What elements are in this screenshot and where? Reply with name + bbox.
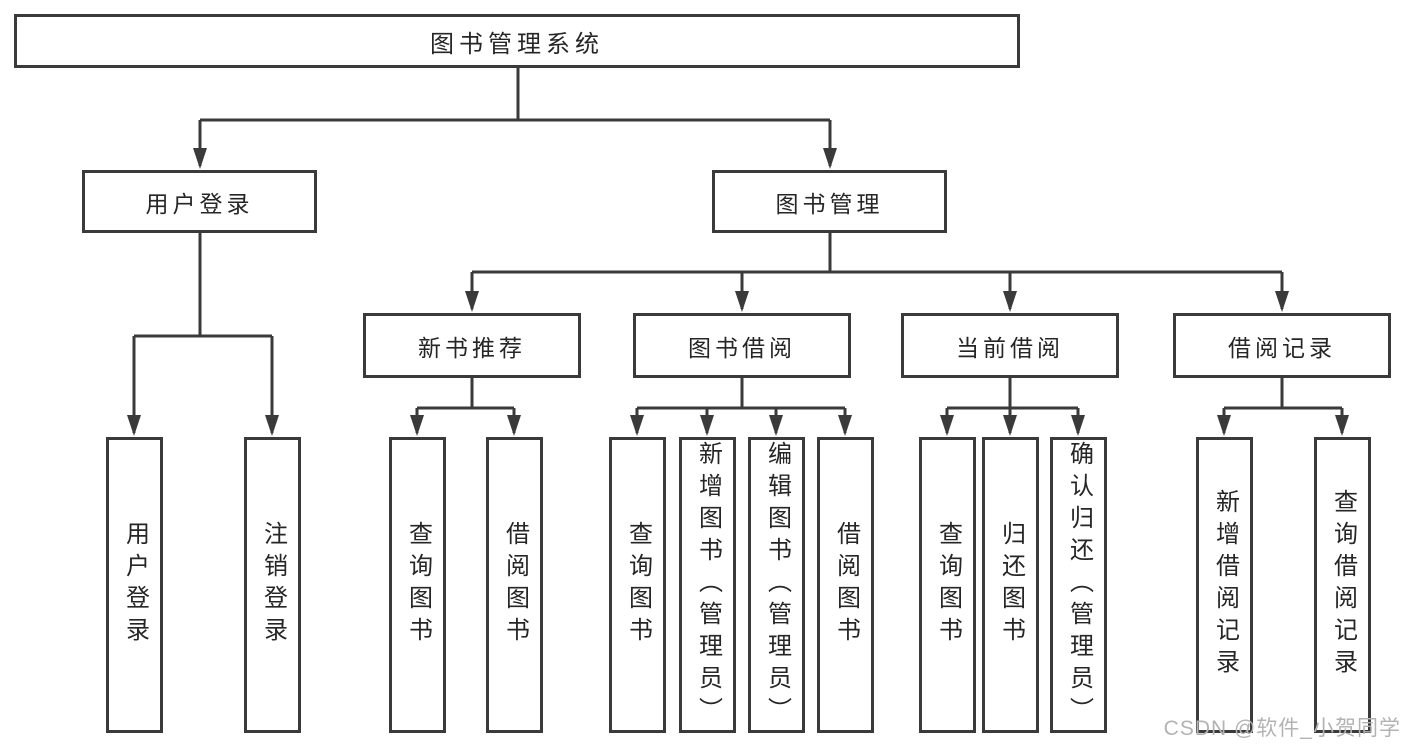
- connector-book-borrow-to-leaves: [635, 378, 847, 433]
- arrow-down-icon: [127, 415, 141, 436]
- arrow-down-icon: [410, 415, 424, 436]
- csdn-watermark: CSDN @软件_小贺同学: [1163, 717, 1401, 740]
- node-user-login: 用户登录: [82, 170, 317, 233]
- leaf-return-book: 归还图书: [982, 437, 1039, 733]
- arrow-down-icon: [1275, 291, 1289, 312]
- node-user-login-label: 用户登录: [145, 190, 254, 217]
- leaf-edit-book-admin-label: 编辑图书（管理员）: [763, 441, 791, 729]
- leaf-borrow-book-recommend-label: 借阅图书: [501, 521, 529, 649]
- leaf-return-book-label: 归还图书: [997, 521, 1025, 649]
- node-current-borrow-label: 当前借阅: [956, 334, 1064, 361]
- node-book-borrow-label: 图书借阅: [688, 334, 796, 361]
- leaf-add-book-admin: 新增图书（管理员）: [679, 437, 736, 733]
- node-root-label: 图书管理系统: [430, 30, 604, 58]
- arrow-down-icon: [1003, 291, 1017, 312]
- arrowheads: [127, 148, 1349, 436]
- node-borrow-records: 借阅记录: [1173, 313, 1391, 378]
- arrow-down-icon: [838, 415, 852, 436]
- leaf-user-login: 用户登录: [106, 437, 163, 733]
- leaf-edit-book-admin: 编辑图书（管理员）: [748, 437, 805, 733]
- leaf-add-borrow-record: 新增借阅记录: [1196, 437, 1253, 733]
- leaf-borrow-book: 借阅图书: [817, 437, 874, 733]
- connector-paths: [132, 68, 1344, 433]
- leaf-query-book-recommend-label: 查询图书: [404, 521, 432, 649]
- arrow-down-icon: [507, 415, 521, 436]
- leaf-logout-label: 注销登录: [259, 521, 287, 649]
- leaf-add-borrow-record-label: 新增借阅记录: [1211, 489, 1239, 681]
- node-book-borrow: 图书借阅: [633, 313, 851, 378]
- leaf-query-book-recommend: 查询图书: [389, 437, 446, 733]
- connector-book-management-to-level3: [470, 233, 1284, 309]
- leaf-add-book-admin-label: 新增图书（管理员）: [694, 441, 722, 729]
- arrow-down-icon: [823, 148, 837, 169]
- arrow-down-icon: [1071, 415, 1085, 436]
- leaf-logout: 注销登录: [244, 437, 301, 733]
- leaf-borrow-book-label: 借阅图书: [832, 521, 860, 649]
- node-borrow-records-label: 借阅记录: [1228, 334, 1336, 361]
- arrow-down-icon: [465, 291, 479, 312]
- arrow-down-icon: [1217, 415, 1231, 436]
- arrow-down-icon: [1335, 415, 1349, 436]
- connector-new-book-to-leaves: [415, 378, 516, 433]
- leaf-query-book-borrow-label: 查询图书: [624, 521, 652, 649]
- leaf-confirm-return-admin: 确认归还（管理员）: [1050, 437, 1107, 733]
- connector-user-login-to-leaves: [132, 233, 274, 433]
- connector-borrow-records-to-leaves: [1222, 378, 1344, 433]
- leaf-query-borrow-record: 查询借阅记录: [1314, 437, 1371, 733]
- arrow-down-icon: [769, 415, 783, 436]
- leaf-query-book-current: 查询图书: [919, 437, 976, 733]
- leaf-user-login-label: 用户登录: [121, 521, 149, 649]
- leaf-confirm-return-admin-label: 确认归还（管理员）: [1065, 441, 1093, 729]
- arrow-down-icon: [193, 148, 207, 169]
- node-book-management-label: 图书管理: [775, 190, 884, 217]
- arrow-down-icon: [940, 415, 954, 436]
- leaf-query-book-current-label: 查询图书: [934, 521, 962, 649]
- arrow-down-icon: [700, 415, 714, 436]
- leaf-borrow-book-recommend: 借阅图书: [486, 437, 543, 733]
- node-new-book-recommend-label: 新书推荐: [418, 334, 526, 361]
- leaf-query-borrow-record-label: 查询借阅记录: [1329, 489, 1357, 681]
- arrow-down-icon: [630, 415, 644, 436]
- leaf-query-book-borrow: 查询图书: [609, 437, 666, 733]
- arrow-down-icon: [265, 415, 279, 436]
- arrow-down-icon: [735, 291, 749, 312]
- node-root: 图书管理系统: [14, 14, 1020, 68]
- node-current-borrow: 当前借阅: [901, 313, 1119, 378]
- connector-root-to-level2: [198, 68, 832, 166]
- arrow-down-icon: [1003, 415, 1017, 436]
- node-new-book-recommend: 新书推荐: [363, 313, 581, 378]
- node-book-management: 图书管理: [712, 170, 947, 233]
